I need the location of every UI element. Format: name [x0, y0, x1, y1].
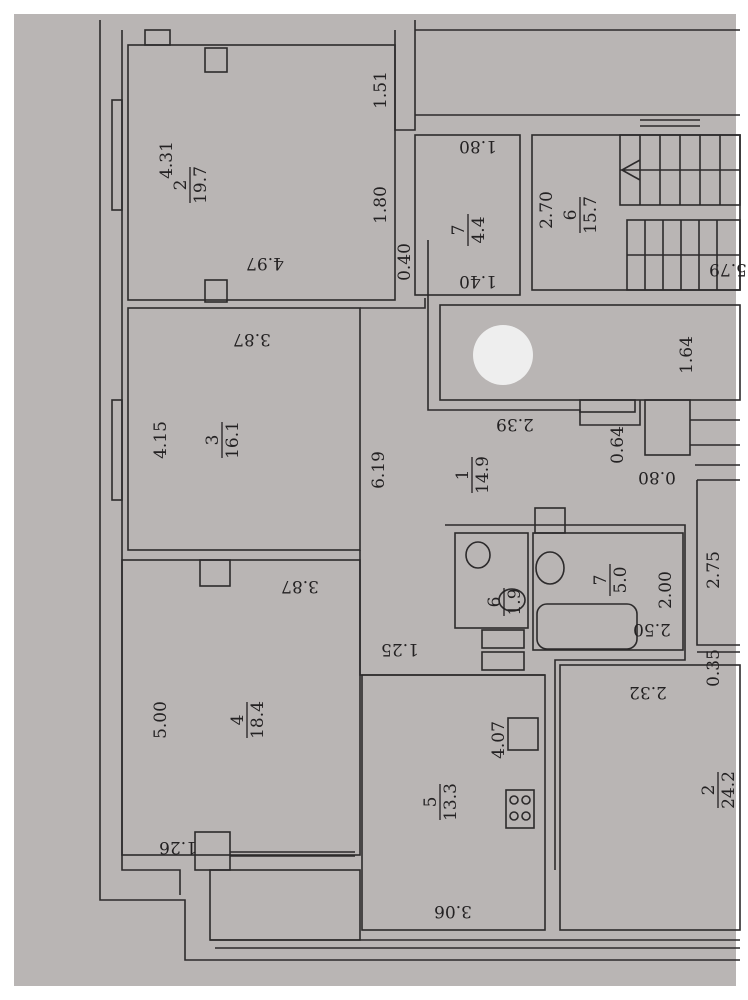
window: [111, 399, 123, 501]
svg-text:24.2: 24.2: [719, 771, 739, 809]
dim: 0.40: [395, 243, 415, 281]
dim: 2.00: [656, 571, 676, 609]
dim: 0.80: [638, 467, 676, 487]
svg-text:6: 6: [485, 597, 505, 608]
room-2b: [559, 664, 741, 931]
dim: 4.97: [246, 253, 284, 273]
dim: 2.39: [496, 414, 534, 434]
paper-background: [14, 14, 736, 986]
svg-text:14.9: 14.9: [473, 456, 493, 494]
room-2: [127, 44, 396, 301]
dim: 1.40: [459, 271, 497, 291]
room-7-bathroom: [532, 532, 684, 651]
dim: 1.25: [381, 639, 419, 659]
room-4: [121, 559, 361, 856]
svg-text:7: 7: [449, 225, 469, 236]
dim: 4.31: [157, 141, 177, 179]
dim: 1.51: [371, 71, 391, 109]
svg-text:5.0: 5.0: [611, 566, 631, 593]
svg-text:15.7: 15.7: [581, 196, 601, 234]
room-7-storage: [414, 134, 521, 296]
dim: 1.26: [159, 837, 197, 857]
dim: 1.80: [371, 186, 391, 224]
dim: 3.87: [281, 576, 319, 596]
svg-text:16.1: 16.1: [223, 421, 243, 459]
svg-text:18.4: 18.4: [248, 701, 268, 739]
svg-text:1: 1: [453, 470, 473, 481]
dim: 4.07: [489, 721, 509, 759]
svg-text:2: 2: [171, 180, 191, 191]
room-5-kitchen: [361, 674, 546, 931]
window: [111, 99, 123, 211]
dim: 2.32: [629, 682, 667, 702]
svg-text:19.7: 19.7: [191, 166, 211, 204]
svg-text:6: 6: [561, 210, 581, 221]
dimension-labels: 4.31 4.97 1.51 1.80 0.40 1.80 1.40 2.70 …: [151, 71, 747, 921]
svg-text:4.4: 4.4: [469, 216, 489, 243]
svg-text:1.9: 1.9: [505, 588, 525, 615]
dim: 6.19: [369, 451, 389, 489]
svg-text:4: 4: [228, 715, 248, 726]
dim: 0.35: [704, 649, 724, 687]
dim: 2.75: [704, 551, 724, 589]
dim: 0.64: [608, 426, 628, 464]
stove: [505, 789, 535, 829]
stairs: [619, 134, 741, 291]
dim: 4.15: [151, 421, 171, 459]
dim: 1.80: [459, 136, 497, 156]
dim: 3.87: [233, 329, 271, 349]
svg-text:2: 2: [699, 785, 719, 796]
dim: 5.00: [151, 701, 171, 739]
svg-text:5: 5: [421, 797, 441, 808]
glare-spot: [473, 325, 533, 385]
room-3: [127, 307, 361, 551]
svg-text:3: 3: [203, 435, 223, 446]
dim: 2.50: [633, 619, 671, 639]
dim: 5.79: [709, 259, 747, 279]
dim: 1.64: [677, 336, 697, 374]
dim: 2.70: [537, 191, 557, 229]
svg-text:13.3: 13.3: [441, 783, 461, 821]
svg-text:7: 7: [591, 575, 611, 586]
dim: 3.06: [434, 901, 472, 921]
room-6-wc: [454, 532, 529, 629]
walls: [99, 20, 741, 961]
